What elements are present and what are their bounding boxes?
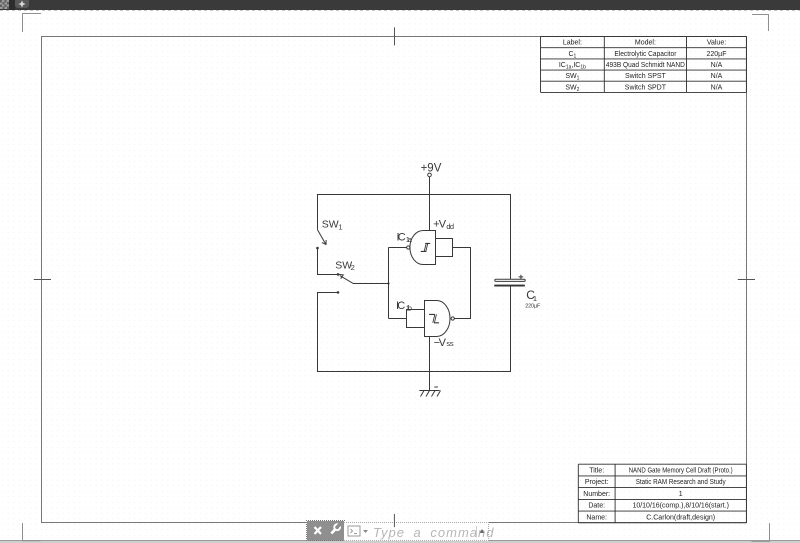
svg-text:1a: 1a [406,235,413,244]
svg-text:220µF: 220µF [707,51,727,58]
svg-text:Number:: Number: [583,491,610,498]
svg-text:2: 2 [351,263,355,272]
svg-text:SW: SW [335,260,352,272]
svg-text:220µF: 220µF [525,303,541,309]
svg-text:SW1: SW1 [565,73,579,82]
svg-text:1: 1 [533,294,537,303]
svg-text:Static RAM Research and Study: Static RAM Research and Study [636,479,726,486]
svg-text:Project:: Project: [585,479,609,486]
svg-text:1b: 1b [406,304,412,313]
svg-text:C1: C1 [568,51,576,60]
svg-text:10/10/16(comp.),8/10/16(start.: 10/10/16(comp.),8/10/16(start.) [632,503,729,510]
svg-text:Label:: Label: [563,40,582,47]
svg-text:Switch SPDT: Switch SPDT [625,84,667,91]
svg-text:Title:: Title: [589,468,604,475]
svg-text:IC1a,IC1b: IC1a,IC1b [559,62,586,71]
svg-text:N/A: N/A [711,62,723,69]
svg-text:NAND Gate Memory Cell Draft (P: NAND Gate Memory Cell Draft (Proto.) [629,468,733,475]
svg-text:Date:: Date: [588,503,605,510]
svg-text:−V: −V [434,337,447,349]
svg-text:N/A: N/A [711,84,723,91]
svg-text:SW: SW [322,218,339,230]
svg-text:1: 1 [338,222,342,231]
svg-text:Name:: Name: [586,514,607,521]
svg-text:Value:: Value: [707,40,726,47]
svg-text:C: C [526,288,535,302]
svg-text:+V: +V [433,219,447,231]
svg-text:Model:: Model: [635,40,656,47]
svg-text:dd: dd [446,222,454,231]
svg-text:IC: IC [396,300,405,312]
svg-text:IC: IC [397,231,406,243]
svg-text:Switch SPST: Switch SPST [625,73,667,80]
svg-text:C.Carlon(draft,design): C.Carlon(draft,design) [646,514,715,521]
svg-text:493B Quad Schmidt NAND: 493B Quad Schmidt NAND [606,62,685,69]
svg-text:+9V: +9V [421,163,442,175]
svg-text:SW2: SW2 [565,84,579,93]
svg-text:N/A: N/A [711,73,723,80]
svg-text:ss: ss [446,339,453,348]
svg-text:Electrolytic Capacitor: Electrolytic Capacitor [614,51,677,58]
svg-text:1: 1 [679,491,683,498]
